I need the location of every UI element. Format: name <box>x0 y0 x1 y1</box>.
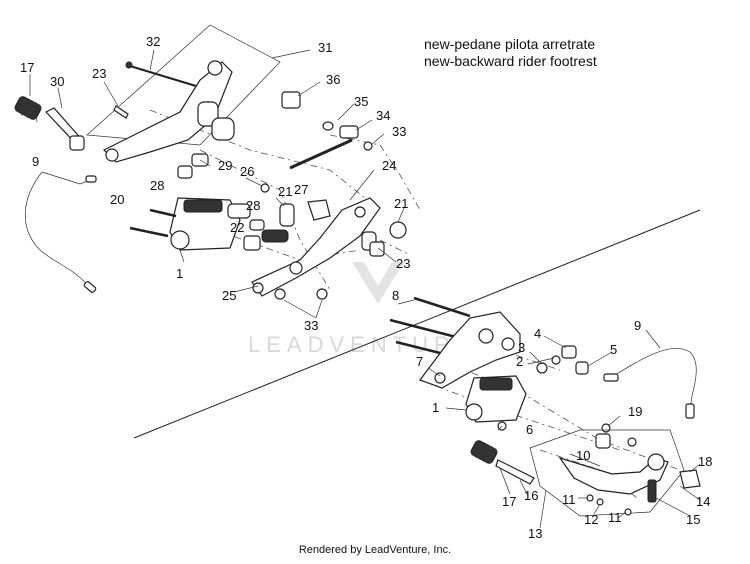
callout-label: 2 <box>516 354 523 369</box>
callout-label: 25 <box>222 288 236 303</box>
callout-label: 1 <box>432 400 439 415</box>
callout-label: 21 <box>394 196 408 211</box>
render-credit: Rendered by LeadVenture, Inc. <box>298 544 452 556</box>
callout-label: 36 <box>326 72 340 87</box>
callout-label: 11 <box>562 492 576 507</box>
callout-label: 23 <box>396 256 410 271</box>
callout-label: 33 <box>392 124 406 139</box>
callout-label: 35 <box>354 94 368 109</box>
callout-label: 1 <box>176 266 183 281</box>
callout-label: 12 <box>584 512 598 527</box>
callout-label: 8 <box>392 288 399 303</box>
callout-label: 16 <box>524 488 538 503</box>
caption-line-english: new-backward rider footrest <box>424 53 597 69</box>
callout-label: 32 <box>146 34 160 49</box>
callout-label: 31 <box>318 40 332 55</box>
callout-label: 18 <box>698 454 712 469</box>
callout-label: 21 <box>278 184 292 199</box>
callout-label: 17 <box>502 494 516 509</box>
callout-label: 13 <box>528 526 542 541</box>
callout-label: 17 <box>20 60 34 75</box>
callout-label: 34 <box>376 108 390 123</box>
callout-label: 4 <box>534 326 541 341</box>
callout-label: 26 <box>240 164 254 179</box>
lower-callouts: 8 4 9 3 2 5 7 1 19 6 10 18 17 16 11 12 1… <box>392 288 712 541</box>
callout-label: 22 <box>230 220 244 235</box>
callout-label: 14 <box>696 494 710 509</box>
callout-label: 33 <box>304 318 318 333</box>
callout-label: 5 <box>610 342 617 357</box>
callout-label: 28 <box>246 198 260 213</box>
callout-label: 10 <box>576 448 590 463</box>
callout-label: 23 <box>92 66 106 81</box>
callout-label: 29 <box>218 158 232 173</box>
callout-label: 15 <box>686 512 700 527</box>
callout-label: 28 <box>150 178 164 193</box>
caption-line-italian: new-pedane pilota arretrate <box>424 36 596 52</box>
upper-assembly <box>14 24 421 319</box>
callout-label: 19 <box>628 404 642 419</box>
watermark: LEADVENTURE <box>248 262 477 357</box>
callout-label: 7 <box>416 354 423 369</box>
callout-label: 9 <box>634 318 641 333</box>
upper-callouts: 32 31 17 30 23 36 35 34 33 9 29 28 26 21… <box>20 34 410 333</box>
callout-label: 30 <box>50 74 64 89</box>
callout-label: 9 <box>32 154 39 169</box>
diagram-caption: new-pedane pilota arretrate new-backward… <box>424 36 597 70</box>
separator-line <box>133 209 701 439</box>
callout-label: 20 <box>110 192 124 207</box>
callout-label: 24 <box>382 158 396 173</box>
watermark-text: LEADVENTURE <box>248 332 477 357</box>
callout-label: 3 <box>518 340 525 355</box>
lower-assembly <box>389 296 701 529</box>
callout-label: 11 <box>608 510 622 525</box>
callout-label: 27 <box>294 182 308 197</box>
callout-label: 6 <box>526 422 533 437</box>
